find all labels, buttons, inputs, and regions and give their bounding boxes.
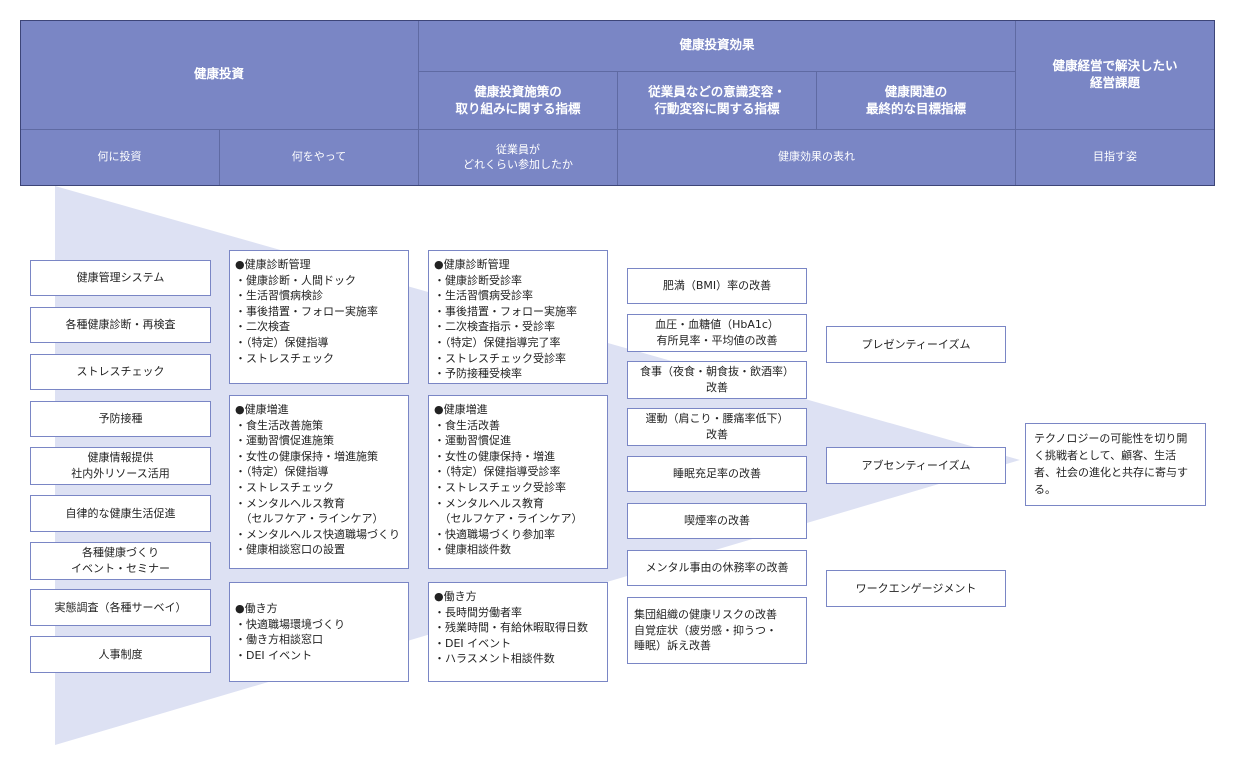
header-goal: 目指す姿 <box>1016 130 1215 186</box>
participation-item: ・（特定）保健指導受診率 <box>434 465 561 479</box>
participation-item: ・（特定）保健指導完了率 <box>434 336 561 350</box>
action-item: ・二次検査 <box>235 320 290 334</box>
action-group-title: ●健康増進 <box>235 403 289 416</box>
action-item: ・（特定）保健指導 <box>235 336 329 350</box>
investment-item: 実態調査（各種サーベイ） <box>30 589 211 626</box>
outcome-work-engagement: ワークエンゲージメント <box>826 570 1006 607</box>
participation-item: ・健康相談件数 <box>434 543 511 557</box>
action-item: ・DEI イベント <box>235 648 313 662</box>
goal-statement: テクノロジーの可能性を切り開く挑戦者として、顧客、生活者、社会の進化と共存に寄与… <box>1025 423 1206 506</box>
header-what: 何に投資 <box>20 130 220 186</box>
participation-group-checkup: ●健康診断管理 ・健康診断受診率 ・生活習慣病受診率 ・事後措置・フォロー実施率… <box>428 250 608 384</box>
action-group-title: ●健康診断管理 <box>235 258 311 271</box>
investment-item: 自律的な健康生活促進 <box>30 495 211 532</box>
investment-item: 各種健康診断・再検査 <box>30 307 211 343</box>
participation-item: ・長時間労働者率 <box>434 605 522 619</box>
action-group-title: ●働き方 <box>235 602 278 615</box>
header-effect: 健康投資効果 <box>419 20 1016 72</box>
header-participation: 従業員が どれくらい参加したか <box>419 130 618 186</box>
participation-item: ・DEI イベント <box>434 636 512 650</box>
effect-item: 肥満（BMI）率の改善 <box>627 268 807 304</box>
outcome-absenteeism: アブセンティーイズム <box>826 447 1006 484</box>
participation-group-workstyle: ●働き方 ・長時間労働者率 ・残業時間・有給休暇取得日数 ・DEI イベント ・… <box>428 582 608 682</box>
action-item: ・事後措置・フォロー実施率 <box>235 304 378 318</box>
participation-item: ・健康診断受診率 <box>434 273 522 287</box>
effect-item: 集団組織の健康リスクの改善 自覚症状（疲労感・抑うつ・ 睡眠）訴え改善 <box>627 597 807 664</box>
participation-item: ・ストレスチェック受診率 <box>434 351 566 365</box>
action-item: ・食生活改善施策 <box>235 418 323 432</box>
header-investment: 健康投資 <box>20 20 419 130</box>
participation-item: （セルフケア・ラインケア） <box>434 512 583 526</box>
header-metric-initiatives: 健康投資施策の 取り組みに関する指標 <box>419 72 618 130</box>
participation-item: ・残業時間・有給休暇取得日数 <box>434 621 588 635</box>
action-item: ・生活習慣病検診 <box>235 289 323 303</box>
participation-item: ・生活習慣病受診率 <box>434 289 533 303</box>
action-group-promotion: ●健康増進 ・食生活改善施策 ・運動習慣促進施策 ・女性の健康保持・増進施策 ・… <box>229 395 409 569</box>
participation-item: ・食生活改善 <box>434 418 500 432</box>
participation-item: ・ハラスメント相談件数 <box>434 652 555 666</box>
participation-item: ・運動習慣促進 <box>434 434 511 448</box>
participation-item: ・メンタルヘルス教育 <box>434 496 544 510</box>
action-item: ・メンタルヘルス快適職場づくり <box>235 527 400 541</box>
participation-item: ・予防接種受検率 <box>434 367 522 381</box>
participation-item: ・事後措置・フォロー実施率 <box>434 304 577 318</box>
action-item: ・快適職場環境づくり <box>235 617 345 631</box>
effect-item: 睡眠充足率の改善 <box>627 456 807 492</box>
effect-item: メンタル事由の休務率の改善 <box>627 550 807 586</box>
effect-item: 血圧・血糖値（HbA1c） 有所見率・平均値の改善 <box>627 314 807 352</box>
participation-item: ・二次検査指示・受診率 <box>434 320 555 334</box>
action-group-workstyle: ●働き方 ・快適職場環境づくり ・働き方相談窓口 ・DEI イベント <box>229 582 409 682</box>
header-metric-final: 健康関連の 最終的な目標指標 <box>817 72 1016 130</box>
participation-group-title: ●働き方 <box>434 590 477 603</box>
participation-item: ・女性の健康保持・増進 <box>434 449 555 463</box>
action-group-checkup: ●健康診断管理 ・健康診断・人間ドック ・生活習慣病検診 ・事後措置・フォロー実… <box>229 250 409 384</box>
action-item: ・ストレスチェック <box>235 481 334 495</box>
investment-item: 健康管理システム <box>30 260 211 296</box>
participation-group-title: ●健康診断管理 <box>434 258 510 271</box>
outcome-presenteeism: プレゼンティーイズム <box>826 326 1006 363</box>
action-item: ・健康相談窓口の設置 <box>235 543 345 557</box>
action-item: ・女性の健康保持・増進施策 <box>235 449 378 463</box>
investment-item: ストレスチェック <box>30 354 211 390</box>
action-item: ・（特定）保健指導 <box>235 465 329 479</box>
header-how: 何をやって <box>220 130 419 186</box>
investment-item: 各種健康づくり イベント・セミナー <box>30 542 211 580</box>
action-item: ・運動習慣促進施策 <box>235 434 334 448</box>
investment-item: 人事制度 <box>30 636 211 673</box>
effect-item: 食事（夜食・朝食抜・飲酒率） 改善 <box>627 361 807 399</box>
investment-item: 予防接種 <box>30 401 211 437</box>
effect-item: 運動（肩こり・腰痛率低下） 改善 <box>627 408 807 446</box>
effect-item: 喫煙率の改善 <box>627 503 807 539</box>
investment-item: 健康情報提供 社内外リソース活用 <box>30 447 211 485</box>
action-item: ・メンタルヘルス教育 <box>235 496 345 510</box>
action-item: ・働き方相談窓口 <box>235 633 323 647</box>
participation-item: ・快適職場づくり参加率 <box>434 527 555 541</box>
participation-group-promotion: ●健康増進 ・食生活改善 ・運動習慣促進 ・女性の健康保持・増進 ・（特定）保健… <box>428 395 608 569</box>
action-item: （セルフケア・ラインケア） <box>235 512 384 526</box>
participation-group-title: ●健康増進 <box>434 403 488 416</box>
action-item: ・ストレスチェック <box>235 351 334 365</box>
participation-item: ・ストレスチェック受診率 <box>434 481 566 495</box>
header-signs: 健康効果の表れ <box>618 130 1016 186</box>
header-management: 健康経営で解決したい 経営課題 <box>1016 20 1215 130</box>
header-metric-behavior: 従業員などの意識変容・ 行動変容に関する指標 <box>618 72 817 130</box>
action-item: ・健康診断・人間ドック <box>235 273 356 287</box>
